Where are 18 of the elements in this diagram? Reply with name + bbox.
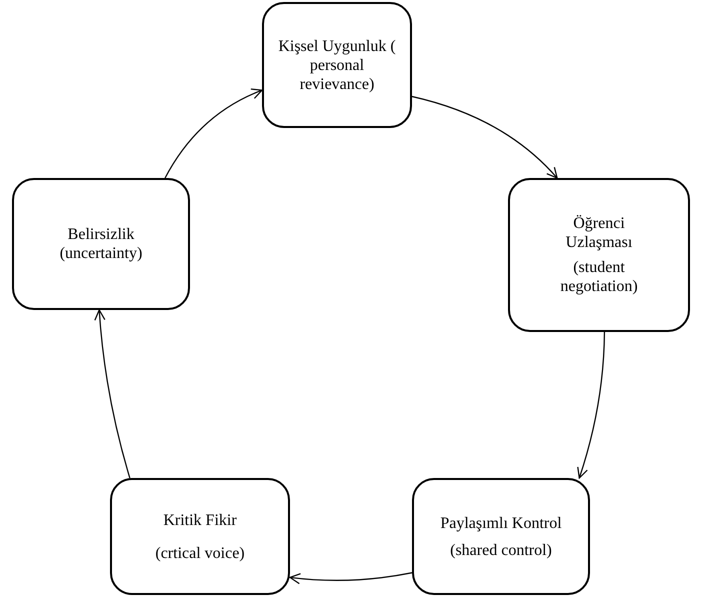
node-label: Kritik Fikir — [163, 510, 237, 530]
rounded-box — [12, 178, 190, 310]
rounded-box — [262, 2, 412, 128]
node-label: (shared control) — [450, 540, 552, 560]
node-label: Öğrenci Uzlaşması — [564, 214, 634, 252]
curved-arrow — [94, 309, 130, 478]
rounded-box — [412, 478, 590, 595]
rounded-box — [110, 478, 290, 595]
node-label: Paylaşımlı Kontrol — [440, 514, 562, 532]
curved-arrow — [577, 332, 606, 479]
rounded-box — [508, 178, 690, 332]
curved-arrow — [289, 572, 412, 584]
node-label: (crtical voice) — [155, 544, 245, 562]
node-label: (student negotiation) — [559, 258, 639, 296]
node-label: Kişsel Uygunluk ( personal revievance) — [277, 36, 397, 94]
node-label: Belirsizlik (uncertainty) — [58, 225, 144, 263]
curved-arrow — [164, 88, 263, 178]
curved-arrow — [412, 96, 558, 179]
